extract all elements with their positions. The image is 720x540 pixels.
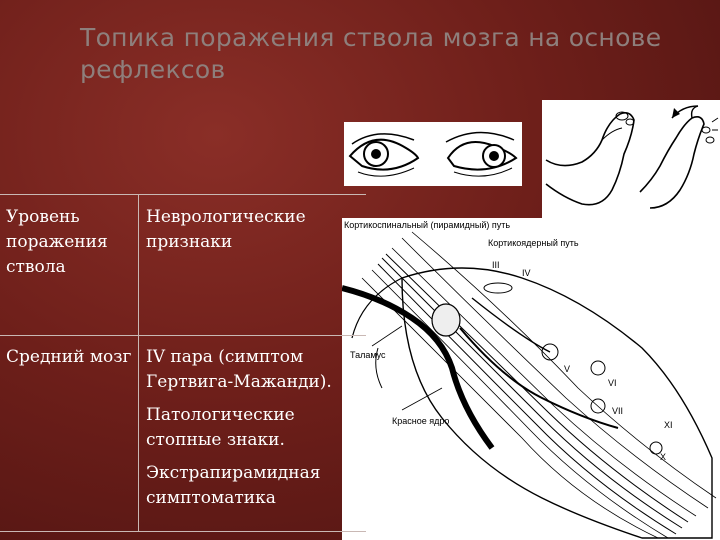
nerve-label-V: V <box>564 364 570 374</box>
lesion-level-table: Уровень поражения ствола Неврологические… <box>0 194 366 532</box>
nerve-label-III: III <box>492 260 500 270</box>
row-level-cell: Средний мозг <box>6 347 132 367</box>
brainstem-pathways-diagram: Кортикоспинальный (пирамидный) путь Корт… <box>342 218 720 540</box>
sign-extrapyramidal: Экстрапирамидная симптоматика <box>146 463 321 508</box>
header-level-cell: Уровень поражения ствола <box>6 207 108 277</box>
label-thalamus: Таламус <box>350 350 386 360</box>
label-corticospinal: Кортикоспинальный (пирамидный) путь <box>344 220 510 230</box>
table-column-divider <box>138 195 139 531</box>
feet-reflex-illustration <box>542 100 720 218</box>
eyes-illustration <box>344 122 522 186</box>
table-row-divider <box>0 335 366 336</box>
nerve-label-X: X <box>660 452 666 462</box>
slide-title: Топика поражения ствола мозга на основе … <box>80 23 662 84</box>
label-red-nucleus: Красное ядро <box>392 416 449 426</box>
sign-trochlear: IV пара (симптом Гертвига-Мажанди). <box>146 347 332 392</box>
nerve-label-VI: VI <box>608 378 617 388</box>
label-corticonuclear: Кортикоядерный путь <box>488 238 579 248</box>
nerve-label-IV: IV <box>522 268 531 278</box>
row-signs-cell: IV пара (симптом Гертвига-Мажанди). Пато… <box>146 345 346 519</box>
nerve-label-XI: XI <box>664 420 673 430</box>
sign-pathological-foot: Патологические стопные знаки. <box>146 405 295 450</box>
header-signs-cell: Неврологические признаки <box>146 207 306 252</box>
nerve-label-VII: VII <box>612 406 623 416</box>
